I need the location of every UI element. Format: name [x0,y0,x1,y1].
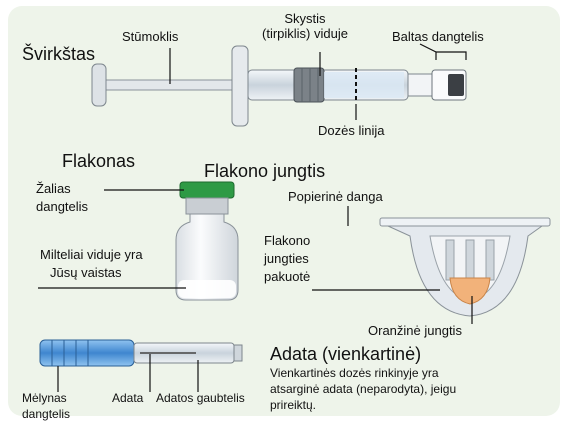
adapter-package-label-line3: pakuotė [264,270,310,285]
plunger-label: Stūmoklis [122,30,178,45]
green-cap-label-line1: Žalias [36,182,71,197]
white-cap-label: Baltas dangtelis [392,30,484,45]
syringe-drawing [92,46,466,126]
orange-adapter-label: Oranžinė jungtis [368,324,462,339]
blue-cap-label-line2: dangtelis [22,408,70,422]
paper-cover-label: Popierinė danga [288,190,383,205]
blue-cap-label-line1: Mėlynas [22,392,67,406]
adapter-title: Flakono jungtis [204,161,325,182]
needle-label: Adata [112,392,143,406]
liquid-label: Skystis (tirpiklis) viduje [262,12,348,42]
green-cap-label-line2: dangtelis [36,200,88,215]
needle-title: Adata (vienkartinė) [270,344,421,365]
adapter-package-drawing [380,218,550,316]
vial-drawing [176,182,238,300]
powder-label-line1: Milteliai viduje yra [40,248,143,263]
adapter-package-label-line1: Flakono [264,234,310,249]
needle-drawing [40,340,242,366]
adapter-package-label-line2: jungties [264,252,309,267]
needle-note-line1: Vienkartinės dozės rinkinyje yra [270,367,439,381]
vial-title: Flakonas [62,151,135,172]
dose-line-label: Dozės linija [318,124,384,139]
needle-shield-label: Adatos gaubtelis [156,392,245,406]
needle-note-line2: atsarginė adata (neparodyta), jeigu [270,383,456,397]
needle-note-line3: prireiktų. [270,399,316,413]
syringe-title: Švirkštas [22,44,95,65]
powder-label-line2: Jūsų vaistas [50,266,122,281]
